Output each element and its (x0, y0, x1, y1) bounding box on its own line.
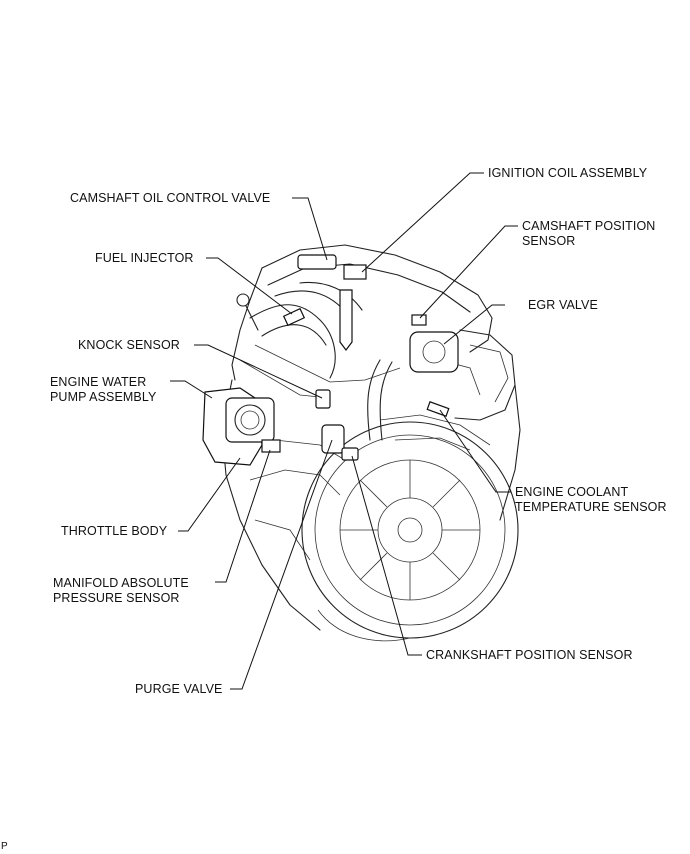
label-ignition-coil-assembly: IGNITION COIL ASSEMBLY (488, 166, 648, 180)
label-engine-coolant-temperature-sensor: ENGINE COOLANT TEMPERATURE SENSOR (515, 485, 667, 514)
figure-code: P (1, 841, 8, 852)
label-manifold-absolute-pressure-sensor: MANIFOLD ABSOLUTE PRESSURE SENSOR (53, 576, 189, 605)
label-fuel-injector: FUEL INJECTOR (95, 251, 194, 265)
label-egr-valve: EGR VALVE (528, 298, 598, 312)
label-knock-sensor: KNOCK SENSOR (78, 338, 180, 352)
label-throttle-body: THROTTLE BODY (61, 524, 168, 538)
label-camshaft-position-sensor: CAMSHAFT POSITION SENSOR (522, 219, 656, 248)
label-engine-water-pump-assembly: ENGINE WATER PUMP ASSEMBLY (50, 375, 157, 404)
engine-illustration (202, 244, 521, 642)
label-camshaft-oil-control-valve: CAMSHAFT OIL CONTROL VALVE (70, 191, 271, 205)
label-purge-valve: PURGE VALVE (135, 682, 223, 696)
leader-lines (170, 172, 518, 690)
label-crankshaft-position-sensor: CRANKSHAFT POSITION SENSOR (426, 648, 633, 662)
